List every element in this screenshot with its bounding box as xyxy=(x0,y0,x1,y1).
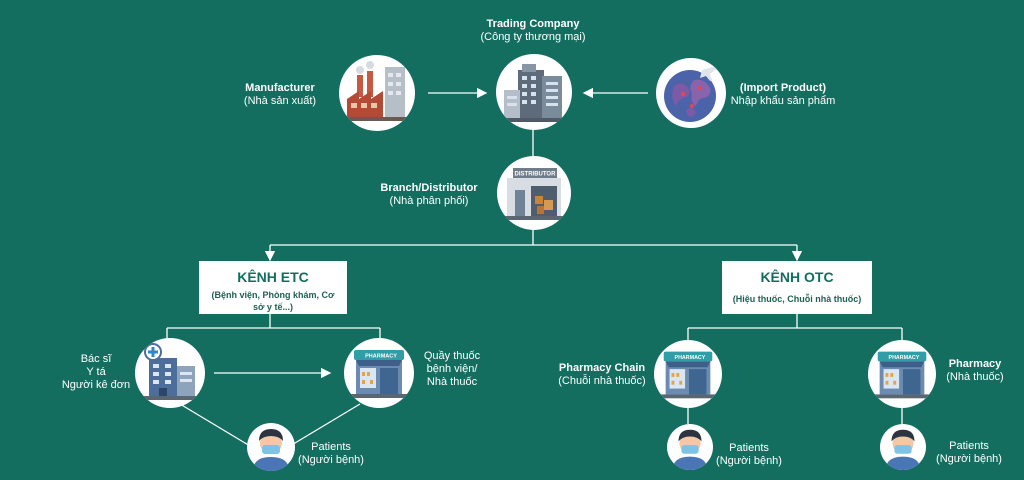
otc-channel-title: KÊNH OTC xyxy=(760,269,834,285)
patient-icon xyxy=(247,423,295,471)
globe-plane-icon xyxy=(656,58,726,128)
patients-pharmacy-label: Patients (Người bệnh) xyxy=(936,440,1002,465)
pharmacy-label: Pharmacy (Nhà thuốc) xyxy=(946,358,1004,383)
etc-channel-box: KÊNH ETC (Bệnh viện, Phòng khám, Cơ sở y… xyxy=(199,261,347,314)
patient-chain-icon xyxy=(667,424,713,470)
import-product-label: (Import Product) Nhập khẩu sản phẩm xyxy=(730,82,836,107)
office-building-icon xyxy=(496,54,572,130)
otc-channel-subtitle: (Hiệu thuốc, Chuỗi nhà thuốc) xyxy=(732,294,862,304)
etc-channel-title: KÊNH ETC xyxy=(237,269,309,285)
manufacturer-label: Manufacturer (Nhà sản xuất) xyxy=(243,82,317,107)
trading-company-label: Trading Company (Công ty thương mại) xyxy=(480,18,586,43)
hospital-pharmacy-label: Quầy thuốc bệnh viện/ Nhà thuốc xyxy=(423,350,481,388)
etc-channel-subtitle: (Bệnh viện, Phòng khám, Cơ sở y tế...) xyxy=(211,290,335,312)
pharmacy-store-icon: PHARMACY xyxy=(344,338,414,408)
pharmacy-icon: PHARMACY xyxy=(868,340,936,408)
patients-etc-label: Patients (Người bệnh) xyxy=(298,441,364,466)
otc-channel-box: KÊNH OTC (Hiệu thuốc, Chuỗi nhà thuốc) xyxy=(722,261,872,314)
patients-chain-label: Patients (Người bệnh) xyxy=(716,442,782,467)
pharmacy-sign-text-otc: PHARMACY xyxy=(889,355,920,361)
line-doctor-to-patient xyxy=(179,403,251,447)
pharmacy-sign-text: PHARMACY xyxy=(365,354,397,360)
patient-pharmacy-icon xyxy=(880,424,926,470)
line-pharmacy-to-patient xyxy=(289,403,361,447)
pharmacy-chain-label: Pharmacy Chain (Chuỗi nhà thuốc) xyxy=(558,362,646,387)
warehouse-icon: DISTRIBUTOR xyxy=(497,156,571,230)
factory-icon xyxy=(339,55,415,131)
distributor-sign-text: DISTRIBUTOR xyxy=(515,172,557,178)
distributor-label: Branch/Distributor (Nhà phân phối) xyxy=(380,182,478,207)
doctor-label: Bác sĩ Y tá Người kê đơn xyxy=(61,353,131,391)
hospital-icon xyxy=(135,338,205,408)
pharmacy-chain-sign-text: PHARMACY xyxy=(675,355,706,361)
pharmacy-chain-store-icon: PHARMACY xyxy=(654,340,722,408)
